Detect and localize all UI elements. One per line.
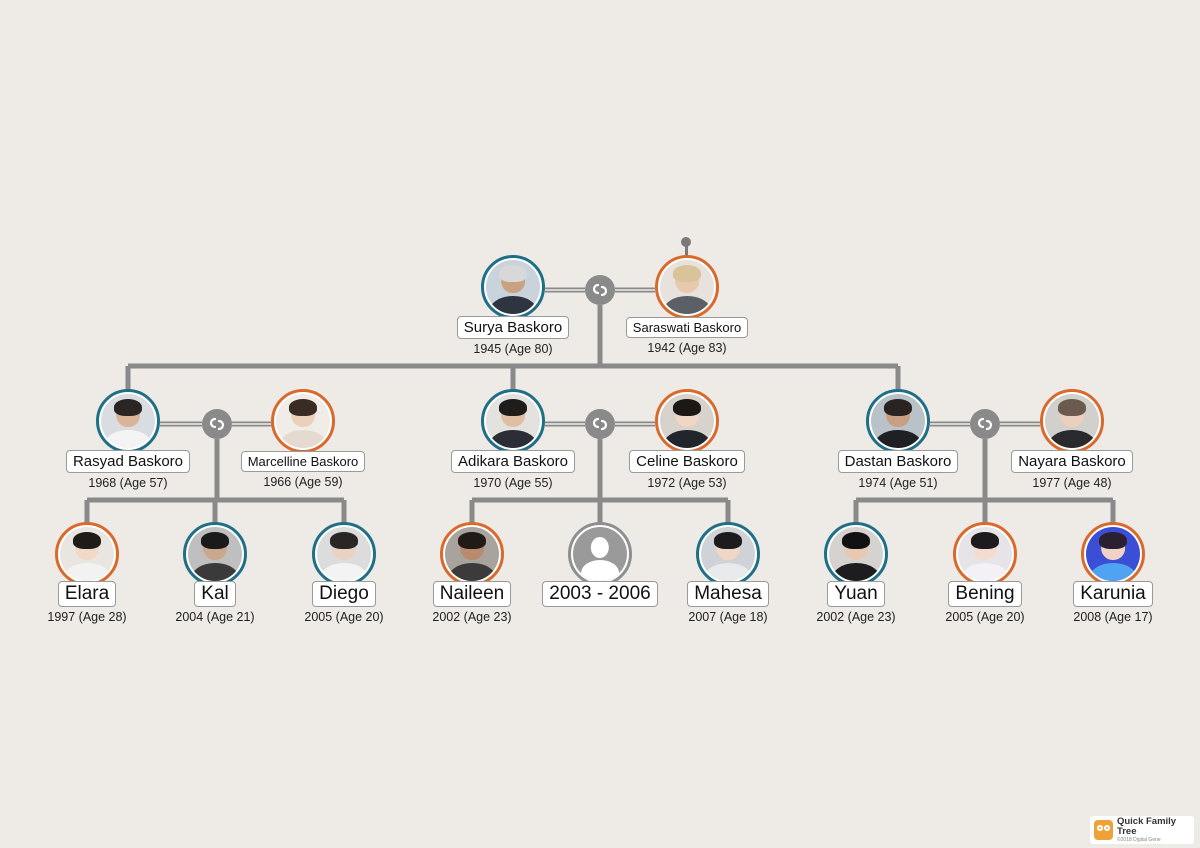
logo-subtitle: ©2018 Digital Gene: [1116, 837, 1161, 843]
person-card-mahesa[interactable]: Mahesa 2007 (Age 18): [648, 522, 808, 624]
pin-icon[interactable]: [681, 237, 691, 247]
person-years: 2007 (Age 18): [688, 610, 768, 624]
quick-family-tree-logo-icon: [1094, 820, 1113, 840]
person-card-unknown-child[interactable]: 2003 - 2006: [520, 522, 680, 607]
person-photo[interactable]: [481, 255, 545, 319]
person-years: 1966 (Age 59): [263, 475, 343, 489]
logo-title: Quick Family Tree: [1116, 816, 1177, 837]
person-card-saraswati-baskoro[interactable]: Saraswati Baskoro 1942 (Age 83): [607, 255, 767, 355]
person-years: 2002 (Age 23): [816, 610, 896, 624]
person-name[interactable]: Rasyad Baskoro: [65, 450, 191, 473]
person-name[interactable]: Karunia: [1073, 581, 1153, 607]
person-name[interactable]: Diego: [312, 581, 376, 607]
person-photo[interactable]: [655, 389, 719, 453]
person-years: 1977 (Age 48): [1032, 476, 1112, 490]
person-photo[interactable]: [696, 522, 760, 586]
union-link-icon[interactable]: [202, 409, 232, 439]
person-card-kal[interactable]: Kal 2004 (Age 21): [135, 522, 295, 624]
person-card-diego[interactable]: Diego 2005 (Age 20): [264, 522, 424, 624]
person-name[interactable]: Nayara Baskoro: [1011, 450, 1133, 473]
person-card-yuan[interactable]: Yuan 2002 (Age 23): [776, 522, 936, 624]
person-card-dastan-baskoro[interactable]: Dastan Baskoro 1974 (Age 51): [818, 389, 978, 490]
person-photo[interactable]: [183, 522, 247, 586]
person-years: 1942 (Age 83): [647, 341, 727, 355]
person-name[interactable]: Adikara Baskoro: [450, 450, 576, 473]
person-name[interactable]: Saraswati Baskoro: [625, 317, 749, 338]
person-years: 2008 (Age 17): [1073, 610, 1153, 624]
person-photo[interactable]: [824, 522, 888, 586]
person-photo[interactable]: [440, 522, 504, 586]
union-link-icon[interactable]: [970, 409, 1000, 439]
person-card-naileen[interactable]: Naileen 2002 (Age 23): [392, 522, 552, 624]
person-card-elara[interactable]: Elara 1997 (Age 28): [7, 522, 167, 624]
person-card-surya-baskoro[interactable]: Surya Baskoro 1945 (Age 80): [433, 255, 593, 356]
union-link-icon[interactable]: [585, 409, 615, 439]
person-card-karunia[interactable]: Karunia 2008 (Age 17): [1033, 522, 1193, 624]
person-name[interactable]: Yuan: [827, 581, 885, 607]
person-card-nayara-baskoro[interactable]: Nayara Baskoro 1977 (Age 48): [992, 389, 1152, 490]
person-photo[interactable]: [866, 389, 930, 453]
person-photo[interactable]: [96, 389, 160, 453]
person-years: 1970 (Age 55): [473, 476, 553, 490]
person-card-marcelline-baskoro[interactable]: Marcelline Baskoro 1966 (Age 59): [223, 389, 383, 489]
person-name[interactable]: Bening: [948, 581, 1022, 607]
pin-stem: [685, 244, 688, 258]
person-years: 1997 (Age 28): [47, 610, 127, 624]
person-name[interactable]: Kal: [194, 581, 236, 607]
person-card-bening[interactable]: Bening 2005 (Age 20): [905, 522, 1065, 624]
person-photo[interactable]: [55, 522, 119, 586]
person-years: 2004 (Age 21): [175, 610, 255, 624]
person-name[interactable]: Marcelline Baskoro: [240, 451, 366, 472]
person-photo[interactable]: [481, 389, 545, 453]
union-link-icon[interactable]: [585, 275, 615, 305]
person-name[interactable]: Dastan Baskoro: [837, 450, 959, 473]
person-years: 1972 (Age 53): [647, 476, 727, 490]
person-years: 2002 (Age 23): [432, 610, 512, 624]
quick-family-tree-logo[interactable]: Quick Family Tree ©2018 Digital Gene: [1090, 816, 1194, 844]
person-photo[interactable]: [312, 522, 376, 586]
person-card-rasyad-baskoro[interactable]: Rasyad Baskoro 1968 (Age 57): [48, 389, 208, 490]
person-years: 1945 (Age 80): [473, 342, 553, 356]
person-years: 2005 (Age 20): [945, 610, 1025, 624]
person-years: 2005 (Age 20): [304, 610, 384, 624]
person-card-celine-baskoro[interactable]: Celine Baskoro 1972 (Age 53): [607, 389, 767, 490]
person-photo[interactable]: [1081, 522, 1145, 586]
person-photo[interactable]: [271, 389, 335, 453]
person-name[interactable]: Surya Baskoro: [456, 316, 570, 339]
person-name[interactable]: 2003 - 2006: [542, 581, 658, 607]
silhouette-icon[interactable]: [568, 522, 632, 586]
person-name[interactable]: Elara: [57, 581, 117, 607]
person-photo[interactable]: [655, 255, 719, 319]
person-photo[interactable]: [953, 522, 1017, 586]
person-years: 1974 (Age 51): [858, 476, 938, 490]
person-name[interactable]: Mahesa: [687, 581, 769, 607]
person-years: 1968 (Age 57): [88, 476, 168, 490]
person-name[interactable]: Naileen: [432, 581, 512, 607]
person-photo[interactable]: [1040, 389, 1104, 453]
person-name[interactable]: Celine Baskoro: [629, 450, 745, 473]
person-card-adikara-baskoro[interactable]: Adikara Baskoro 1970 (Age 55): [433, 389, 593, 490]
